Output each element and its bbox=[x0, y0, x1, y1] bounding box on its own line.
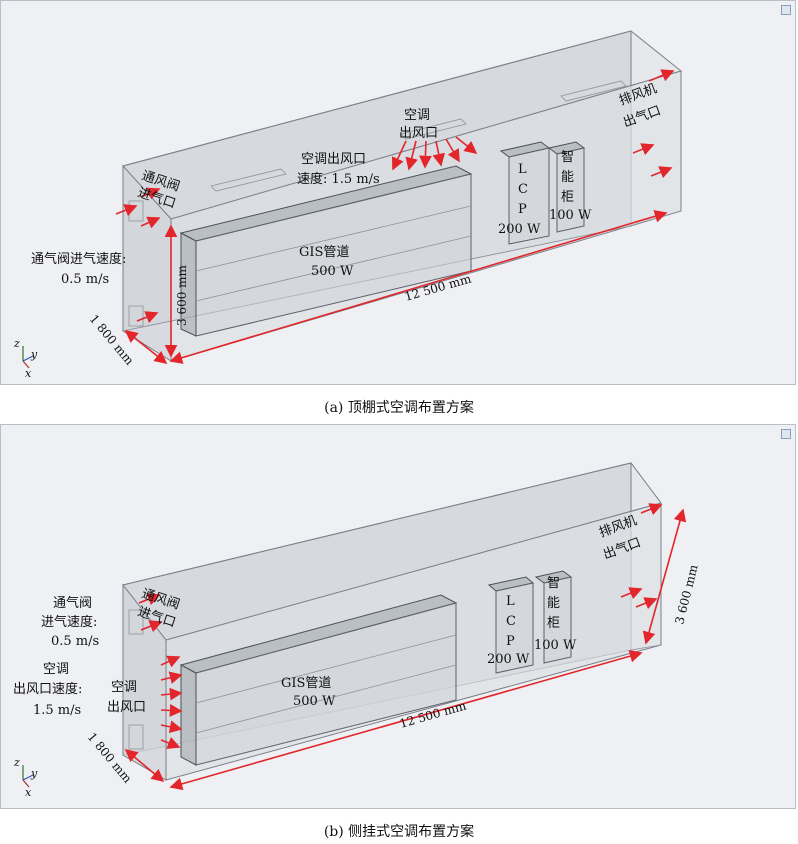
smart-label-watts: 100 W bbox=[534, 638, 577, 653]
smart-label-2: 能 bbox=[561, 170, 574, 185]
ceiling-vent-mid bbox=[400, 118, 467, 140]
gis-pipe-end bbox=[180, 664, 197, 766]
lcp-label-l: L bbox=[518, 162, 527, 177]
dim-height-label: 3 600 mm bbox=[672, 563, 700, 626]
valve-speed-label-2: 进气速度: bbox=[41, 614, 97, 630]
valve-speed-label-1: 通气阀进气速度: bbox=[31, 251, 126, 267]
dim-height-line bbox=[642, 508, 687, 645]
ac-outlet-label-1: 空调 bbox=[404, 108, 430, 123]
smart-label-1: 智 bbox=[561, 150, 574, 165]
vent-valve-lower bbox=[128, 305, 144, 327]
lcp-label-p: P bbox=[518, 202, 527, 217]
valve-speed-label-3: 0.5 m/s bbox=[51, 634, 99, 649]
lcp-label-c: C bbox=[506, 614, 516, 629]
smart-label-3: 柜 bbox=[561, 190, 574, 205]
gis-label-2: 500 W bbox=[311, 264, 354, 279]
svg-text:z: z bbox=[13, 756, 20, 769]
lcp-label-watts: 200 W bbox=[498, 222, 541, 237]
dim-length-line bbox=[169, 210, 668, 364]
lcp-label-l: L bbox=[506, 594, 515, 609]
vent-valve-upper bbox=[128, 609, 144, 635]
ac-speed-label-1: 空调 bbox=[43, 662, 69, 677]
room-diagram-a: 通风阀 进气口 通气阀进气速度: 0.5 m/s 空调 出风口 空调出风口 速度… bbox=[13, 30, 683, 380]
diagram-panel-a: 通风阀 进气口 通气阀进气速度: 0.5 m/s 空调 出风口 空调出风口 速度… bbox=[0, 0, 796, 385]
smart-label-watts: 100 W bbox=[549, 208, 592, 223]
lcp-label-watts: 200 W bbox=[487, 652, 530, 667]
svg-text:x: x bbox=[25, 367, 32, 380]
valve-speed-label-2: 0.5 m/s bbox=[61, 272, 109, 287]
svg-text:z: z bbox=[13, 337, 20, 350]
gis-label-2: 500 W bbox=[293, 694, 336, 709]
ac-speed-label-2: 出风口速度: bbox=[13, 681, 82, 697]
dim-length-line bbox=[169, 649, 643, 791]
dim-height-label: 3 600 mm bbox=[175, 264, 189, 326]
ac-outlet-label-2: 出风口 bbox=[107, 700, 146, 715]
view-toggle-icon[interactable] bbox=[781, 429, 791, 439]
ac-speed-label-2: 速度: 1.5 m/s bbox=[297, 171, 380, 187]
view-toggle-icon[interactable] bbox=[781, 5, 791, 15]
caption-a: (a) 顶棚式空调布置方案 bbox=[324, 400, 474, 416]
ac-outlet-label-1: 空调 bbox=[111, 680, 137, 695]
room-diagram-b: 通风阀 进气口 通气阀 进气速度: 0.5 m/s 空调 出风口速度: 1.5 … bbox=[13, 462, 701, 799]
dim-width-line bbox=[124, 330, 168, 364]
svg-text:x: x bbox=[25, 786, 32, 799]
ac-outlet-label-2: 出风口 bbox=[399, 126, 438, 141]
svg-text:y: y bbox=[30, 348, 38, 361]
diagram-panel-b: 通风阀 进气口 通气阀 进气速度: 0.5 m/s 空调 出风口速度: 1.5 … bbox=[0, 424, 796, 809]
lcp-label-p: P bbox=[506, 634, 515, 649]
smart-label-3: 柜 bbox=[547, 616, 560, 631]
gis-label-1: GIS管道 bbox=[299, 245, 349, 260]
gis-label-1: GIS管道 bbox=[281, 676, 331, 691]
ac-speed-label-3: 1.5 m/s bbox=[33, 703, 81, 718]
ceiling-vent-left bbox=[210, 168, 287, 192]
axis-triad-a: z y x bbox=[13, 337, 38, 380]
smart-label-2: 能 bbox=[547, 596, 560, 611]
svg-text:y: y bbox=[30, 767, 38, 780]
ceiling-vent-right bbox=[560, 80, 627, 102]
lcp-label-c: C bbox=[518, 182, 528, 197]
caption-b: (b) 侧挂式空调布置方案 bbox=[323, 824, 475, 840]
ac-speed-label-1: 空调出风口 bbox=[301, 152, 366, 167]
smart-label-1: 智 bbox=[547, 576, 560, 591]
axis-triad-b: z y x bbox=[13, 756, 38, 799]
dim-width-line bbox=[124, 748, 165, 783]
valve-speed-label-1: 通气阀 bbox=[53, 595, 92, 611]
